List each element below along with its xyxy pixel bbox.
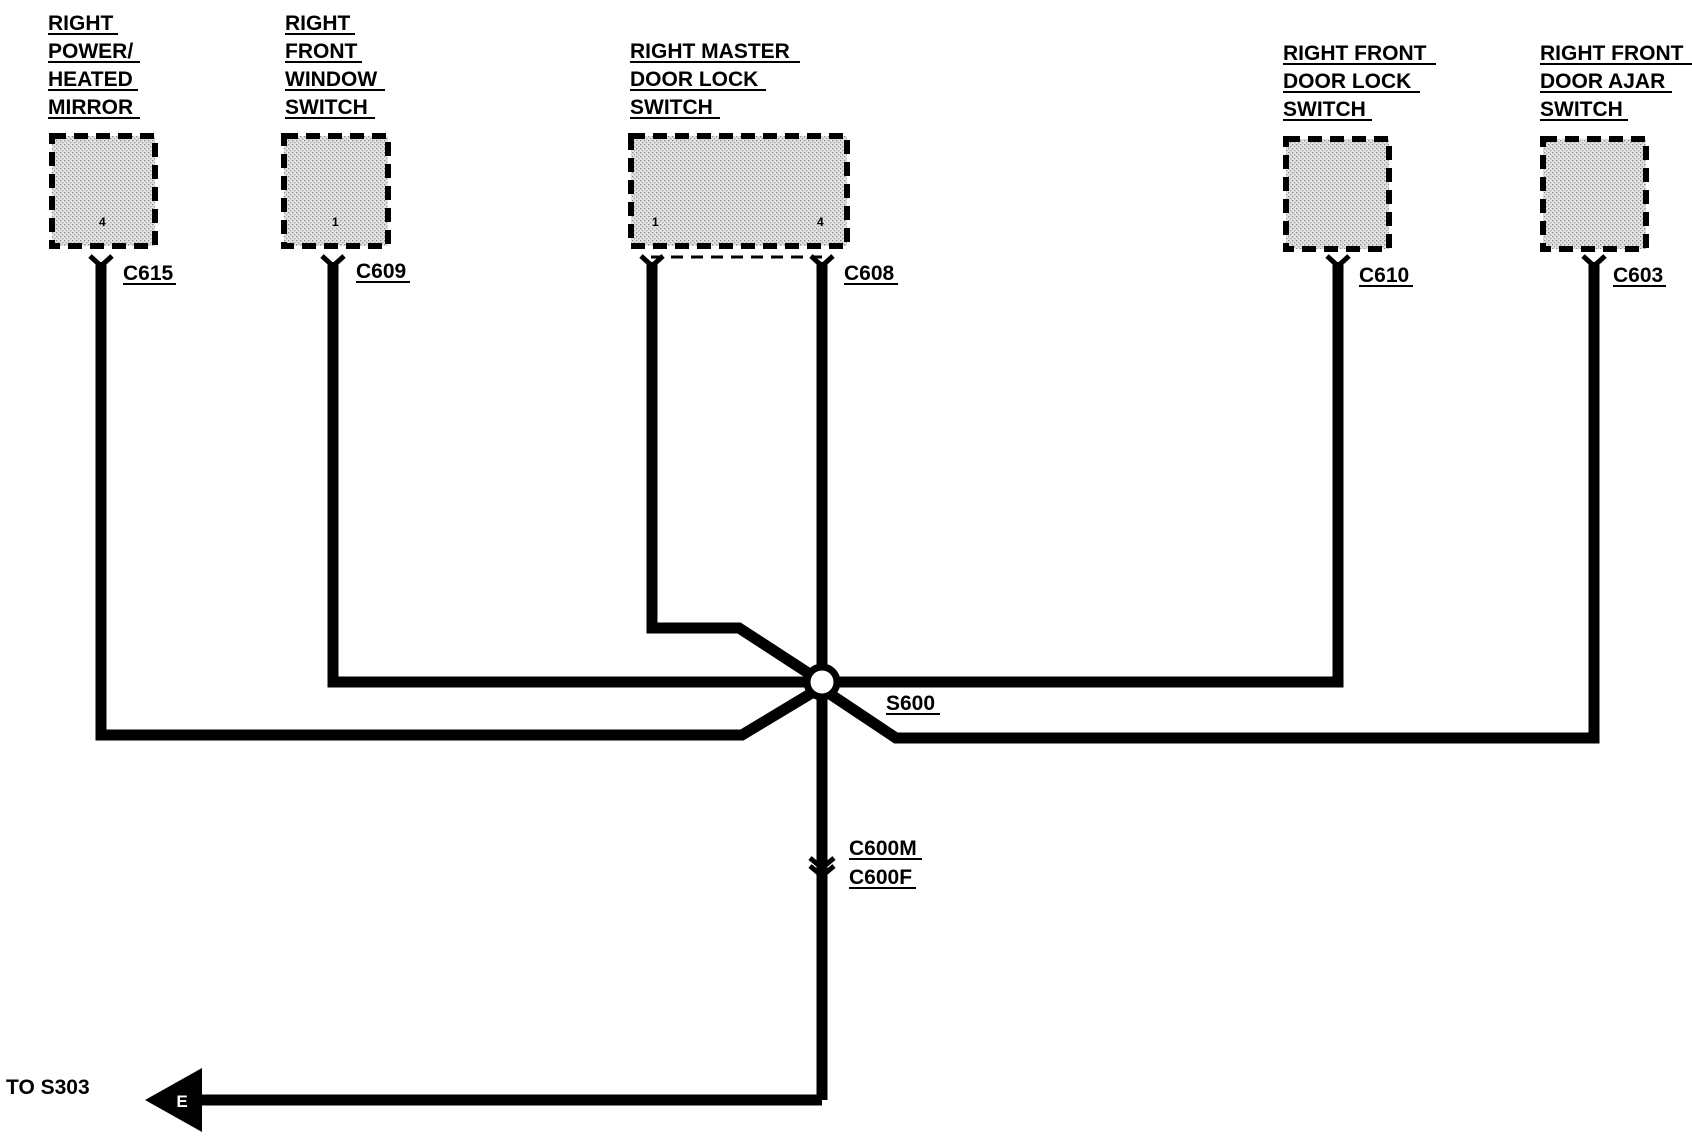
connector-label-c615: C615	[123, 262, 174, 285]
connector-label-c610: C610	[1359, 264, 1409, 287]
door-ajar-component-box	[1540, 136, 1649, 252]
svg-text:RIGHT: RIGHT	[48, 12, 114, 35]
svg-text:RIGHT: RIGHT	[285, 12, 351, 35]
inline-connector-mark	[808, 856, 836, 880]
splice-s600-node	[803, 663, 841, 701]
mirror-component-box	[49, 133, 158, 249]
destination-label: TO S303	[6, 1076, 90, 1099]
destination-arrow-icon	[145, 1068, 202, 1132]
connector-label-c608: C608	[844, 262, 895, 285]
connector-label-c600f: C600F	[849, 866, 912, 889]
window-switch-pin-number: 1	[332, 215, 339, 229]
connector-marks	[88, 254, 1607, 270]
svg-text:RIGHT FRONT: RIGHT FRONT	[1540, 42, 1684, 65]
svg-text:FRONT: FRONT	[285, 40, 357, 63]
splice-s600-label: S600	[886, 692, 935, 715]
connector-label-c603: C603	[1613, 264, 1663, 287]
svg-text:HEATED: HEATED	[48, 68, 133, 91]
svg-text:MIRROR: MIRROR	[48, 96, 133, 119]
connector-label-c609: C609	[356, 260, 406, 283]
svg-text:RIGHT FRONT: RIGHT FRONT	[1283, 42, 1427, 65]
svg-text:WINDOW: WINDOW	[285, 68, 377, 91]
label-right-front-door-ajar-switch: RIGHT FRONT DOOR AJAR SWITCH	[1540, 42, 1692, 121]
mirror-pin-number: 4	[99, 215, 106, 229]
label-right-front-window-switch: RIGHT FRONT WINDOW SWITCH	[285, 12, 385, 119]
svg-text:DOOR AJAR: DOOR AJAR	[1540, 70, 1665, 93]
label-right-power-heated-mirror: RIGHT POWER/ HEATED MIRROR	[48, 12, 140, 119]
svg-text:SWITCH: SWITCH	[630, 96, 713, 119]
svg-text:SWITCH: SWITCH	[285, 96, 368, 119]
label-right-front-door-lock-switch: RIGHT FRONT DOOR LOCK SWITCH	[1283, 42, 1436, 121]
wire-network	[95, 262, 1600, 1106]
door-lock-component-box	[1283, 136, 1392, 252]
svg-text:SWITCH: SWITCH	[1283, 98, 1366, 121]
label-right-master-door-lock-switch: RIGHT MASTER DOOR LOCK SWITCH	[630, 40, 800, 119]
svg-text:DOOR LOCK: DOOR LOCK	[630, 68, 758, 91]
svg-text:POWER/: POWER/	[48, 40, 133, 63]
master-lock-pin-left: 1	[652, 215, 659, 229]
destination-ref-letter: E	[176, 1092, 187, 1111]
svg-text:DOOR LOCK: DOOR LOCK	[1283, 70, 1411, 93]
window-switch-component-box	[281, 133, 391, 249]
connector-label-c600m: C600M	[849, 837, 917, 860]
svg-text:SWITCH: SWITCH	[1540, 98, 1623, 121]
svg-text:RIGHT MASTER: RIGHT MASTER	[630, 40, 790, 63]
master-lock-pin-right: 4	[817, 215, 824, 229]
master-lock-component-box	[628, 133, 850, 249]
